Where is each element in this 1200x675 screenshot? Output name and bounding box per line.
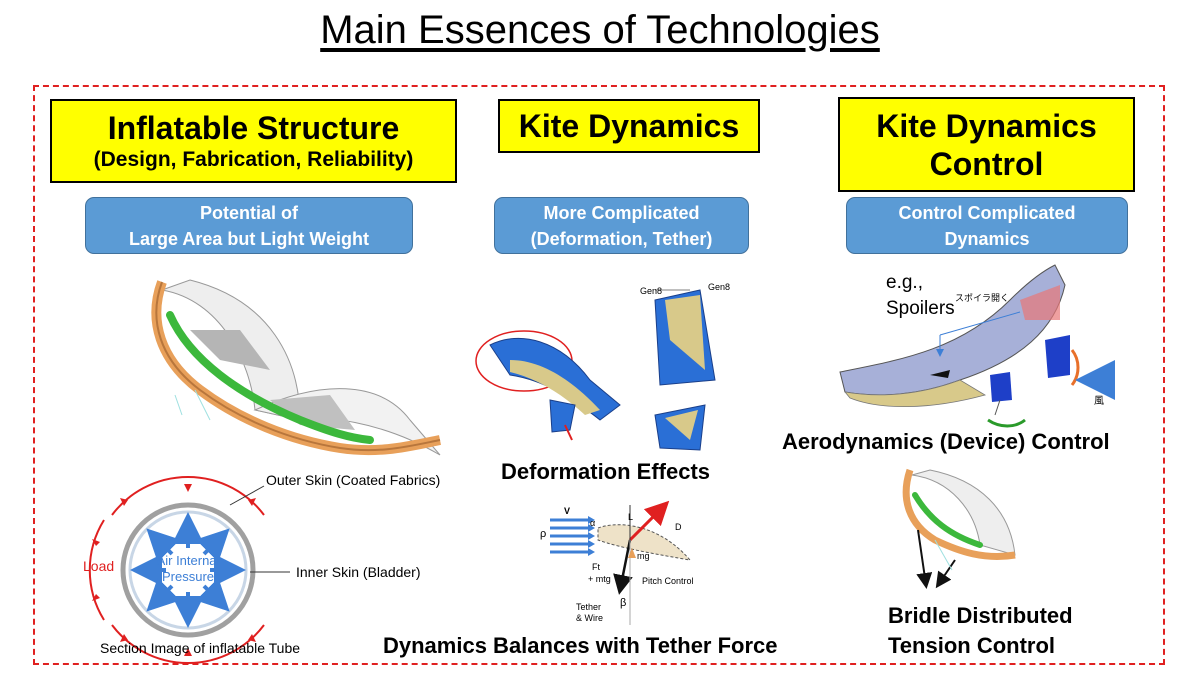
spoilers-label: Spoilers [886,298,955,319]
inflatable-structure-heading: Inflatable Structure [107,110,400,146]
kite-control-heading-line2: Control [929,145,1044,182]
bridle-label-line2: Tension Control [888,633,1056,658]
kite-dynamics-box: Kite Dynamics [498,99,760,153]
load-label: Load [83,558,115,574]
inflatable-note-line1: Potential of [200,202,298,223]
kite-control-box: Kite Dynamics Control [838,97,1135,192]
wind-label: 風 [1094,396,1104,407]
tube-section-illustration [88,476,290,664]
kite-dynamics-heading: Kite Dynamics [518,108,740,144]
pitch-control-label: Pitch Control [642,576,694,586]
dynamics-balance-label: Dynamics Balances with Tether Force [383,633,778,658]
inflatable-structure-box: Inflatable Structure (Design, Fabricatio… [50,99,457,183]
deformation-effects-label: Deformation Effects [501,459,711,484]
aero-control-label: Aerodynamics (Device) Control [782,429,1110,454]
pressure-label-line2: Pressure [161,569,215,584]
mg-label: mg [637,551,650,561]
outer-skin-label: Outer Skin (Coated Fabrics) [266,472,441,488]
inflatable-kite-illustration [151,279,441,456]
tether-label-line1: Tether [576,602,602,612]
beta-label: β [620,597,627,609]
spoiler-kite-illustration [839,264,1115,428]
inflatable-note-box: Potential of Large Area but Light Weight [85,197,413,254]
kite-dynamics-note-line2: (Deformation, Tether) [530,228,713,249]
pressure-label-line1: Air Internal [156,553,220,568]
mtg-label: + mtg [588,574,611,584]
kite-control-note-box: Control Complicated Dynamics [846,197,1128,254]
tube-caption: Section Image of inflatable Tube [100,640,301,656]
kite-dynamics-note-box: More Complicated (Deformation, Tether) [494,197,749,254]
inflatable-structure-subheading: (Design, Fabrication, Reliability) [93,148,414,171]
alpha-label: α [590,518,596,528]
tether-label-line2: & Wire [576,613,603,623]
velocity-label: V [564,506,571,516]
kite-dynamics-note-line1: More Complicated [543,202,700,223]
drag-label: D [675,522,682,532]
ft-label: Ft [592,562,600,572]
bridle-label-line1: Bridle Distributed [888,603,1073,628]
bridle-kite-illustration [902,468,1016,589]
kite-control-heading-line1: Kite Dynamics [876,107,1097,144]
rho-label: ρ [540,528,547,540]
spoiler-jp-label: スポイラ開く [955,293,1010,303]
kite-control-note-line1: Control Complicated [898,202,1076,223]
content-frame [33,85,1165,665]
page-title: Main Essences of Technologies [320,8,880,52]
eg-label: e.g., [886,272,923,293]
gen8-label-a: Gen8 [640,286,663,296]
inner-skin-label: Inner Skin (Bladder) [296,564,421,580]
gen8-label-b: Gen8 [708,282,731,292]
deformation-illustration [475,289,716,451]
force-diagram [550,500,692,625]
lift-label: L [628,512,634,522]
inflatable-note-line2: Large Area but Light Weight [128,228,369,249]
kite-control-note-line2: Dynamics [944,228,1030,249]
